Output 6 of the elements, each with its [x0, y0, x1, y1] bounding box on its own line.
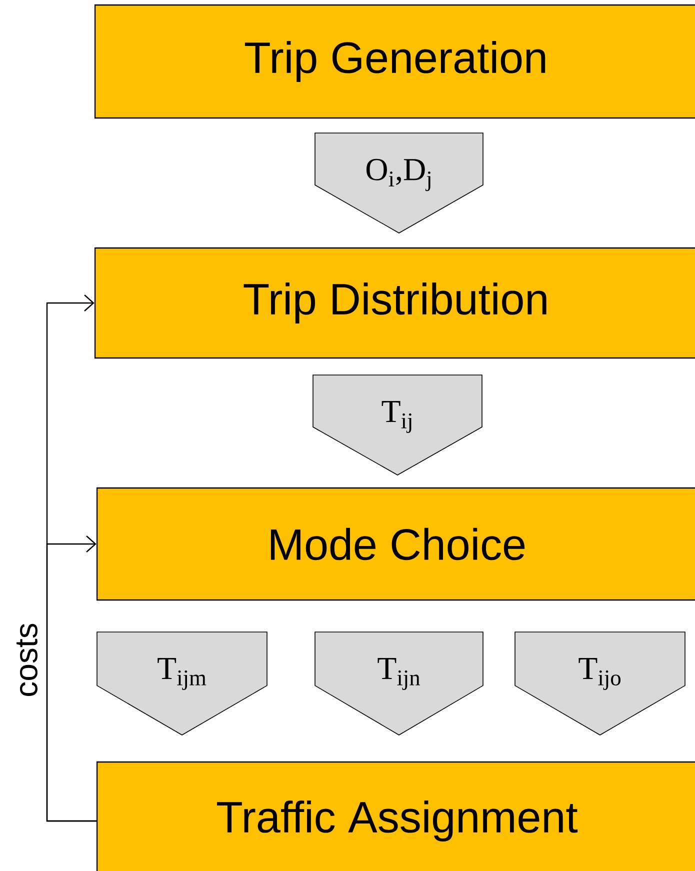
arrow — [46, 536, 96, 822]
process-box: Trip Distribution — [94, 247, 695, 359]
process-box: Mode Choice — [96, 487, 695, 601]
process-box: Traffic Assignment — [96, 761, 695, 871]
edge-label: costs — [16, 622, 38, 698]
process-box: Trip Generation — [94, 4, 695, 119]
